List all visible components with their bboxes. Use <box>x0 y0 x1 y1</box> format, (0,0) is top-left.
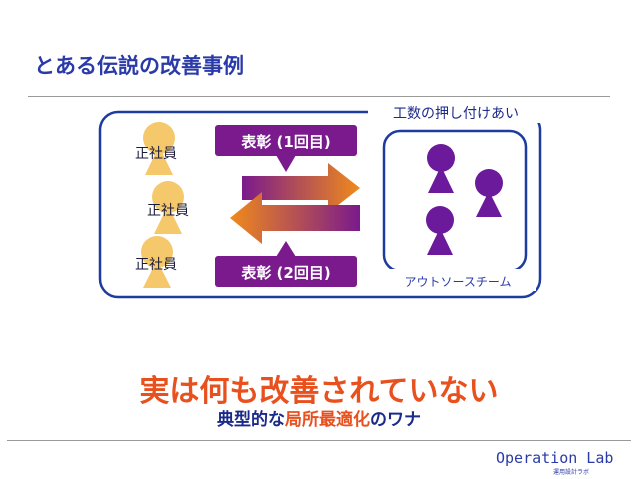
team-bottom-label-bg <box>388 269 536 291</box>
employee-person-3 <box>141 236 173 288</box>
outsource-team-box <box>382 129 528 273</box>
employee-label-2: 正社員 <box>147 203 189 219</box>
footer-divider <box>7 440 631 441</box>
award-bottom-label: 表彰 (2回目) <box>241 264 330 282</box>
team-bottom-label: アウトソースチーム <box>404 275 511 289</box>
outsource-person-3 <box>426 206 454 255</box>
team-top-label-bg <box>368 101 540 123</box>
headline: 実は何も改善されていない <box>139 374 499 409</box>
award-callout-bottom: 表彰 (2回目) <box>215 241 357 287</box>
footer-logo-subtext: 運用設計ラボ <box>553 469 590 476</box>
employee-person-1 <box>143 122 175 175</box>
team-top-label: 工数の押し付けあい <box>393 106 519 122</box>
employee-person-2 <box>152 181 184 234</box>
award-callout-top: 表彰 (1回目) <box>215 125 357 172</box>
subline-prefix: 典型的な <box>217 410 285 430</box>
title-divider <box>28 96 610 97</box>
employee-label-3: 正社員 <box>135 257 177 273</box>
outer-frame <box>98 110 542 299</box>
outsource-person-1 <box>427 144 455 193</box>
subline: 典型的な局所最適化のワナ <box>0 405 638 430</box>
footer-logo-text: Operation Lab <box>496 449 614 467</box>
arrow-left-icon <box>230 192 360 244</box>
employee-label-1: 正社員 <box>135 146 177 162</box>
subline-highlight: 局所最適化 <box>285 410 370 430</box>
arrow-right-icon <box>242 163 360 213</box>
subline-suffix: のワナ <box>370 410 421 430</box>
award-top-label: 表彰 (1回目) <box>241 133 330 151</box>
page-title: とある伝説の改善事例 <box>34 54 244 78</box>
outsource-person-2 <box>475 169 503 217</box>
